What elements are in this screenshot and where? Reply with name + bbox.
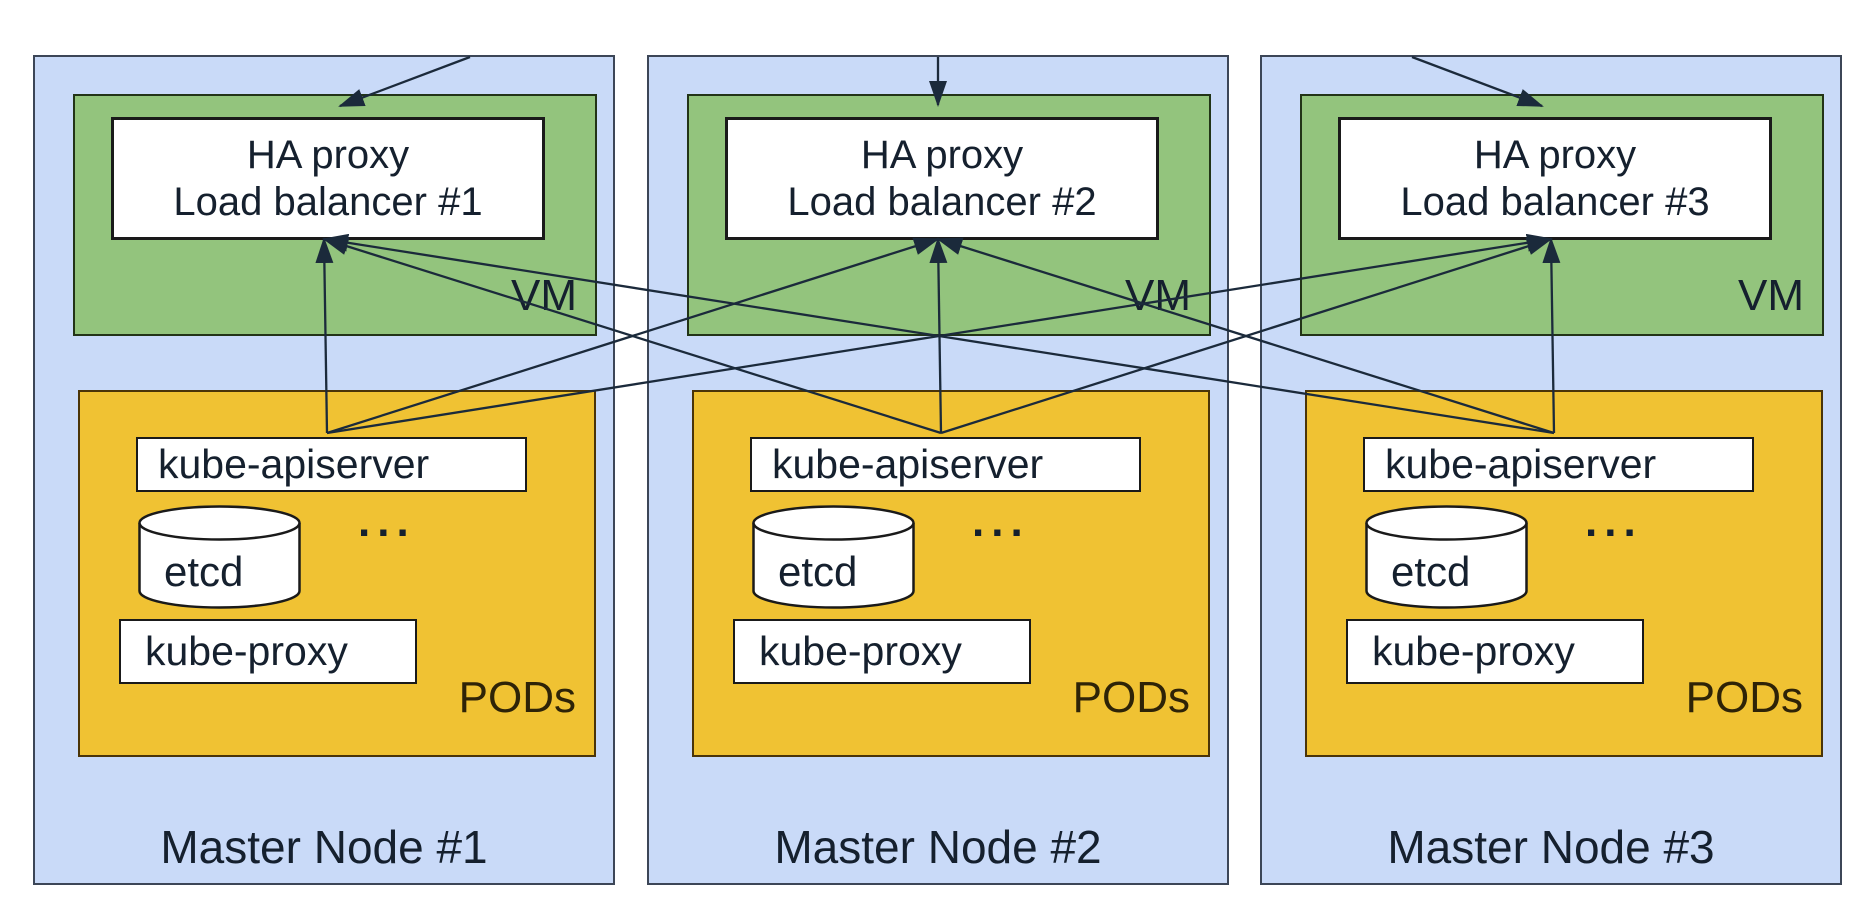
lb-label-line1: HA proxy bbox=[246, 132, 410, 177]
etcd-label: etcd bbox=[164, 548, 244, 595]
pods-box-1: kube-apiserver ... etcd kube-proxy PODs bbox=[78, 390, 596, 757]
etcd-label: etcd bbox=[1391, 548, 1471, 595]
vm-label: VM bbox=[1125, 271, 1191, 320]
master-node-1: HA proxy Load balancer #1 VM kube-apiser… bbox=[33, 55, 615, 885]
load-balancer-box-3: HA proxy Load balancer #3 bbox=[1338, 117, 1772, 240]
ellipsis-label: ... bbox=[1585, 497, 1643, 546]
etcd-cylinder-shape bbox=[752, 505, 915, 609]
lb-label-line2: Load balancer #2 bbox=[787, 179, 1097, 224]
pods-label: PODs bbox=[458, 673, 576, 722]
ellipsis-label: ... bbox=[358, 497, 416, 546]
vm-label: VM bbox=[1738, 271, 1804, 320]
etcd-cylinder: etcd bbox=[137, 504, 302, 610]
load-balancer-box-1: HA proxy Load balancer #1 bbox=[111, 117, 545, 240]
ellipsis-label: ... bbox=[972, 497, 1030, 546]
lb-label-line2: Load balancer #1 bbox=[173, 179, 483, 224]
pods-label: PODs bbox=[1685, 673, 1803, 722]
etcd-cylinder-shape bbox=[1365, 505, 1528, 609]
node-title: Master Node #3 bbox=[1387, 821, 1715, 873]
pods-box-2: kube-apiserver ... etcd kube-proxy PODs bbox=[692, 390, 1210, 757]
etcd-cylinder: etcd bbox=[751, 504, 916, 610]
etcd-cylinder: etcd bbox=[1364, 504, 1529, 610]
vm-box-3: HA proxy Load balancer #3 VM bbox=[1300, 94, 1824, 336]
lb-label-line2: Load balancer #3 bbox=[1400, 179, 1710, 224]
load-balancer-box-2: HA proxy Load balancer #2 bbox=[725, 117, 1159, 240]
kube-proxy-box: kube-proxy bbox=[119, 619, 417, 684]
etcd-cylinder-shape bbox=[138, 505, 301, 609]
etcd-label: etcd bbox=[778, 548, 858, 595]
pods-box-3: kube-apiserver ... etcd kube-proxy PODs bbox=[1305, 390, 1823, 757]
kube-proxy-box: kube-proxy bbox=[733, 619, 1031, 684]
master-node-3: HA proxy Load balancer #3 VM kube-apiser… bbox=[1260, 55, 1842, 885]
lb-label-line1: HA proxy bbox=[860, 132, 1024, 177]
lb-label-line1: HA proxy bbox=[1473, 132, 1637, 177]
vm-box-1: HA proxy Load balancer #1 VM bbox=[73, 94, 597, 336]
node-title: Master Node #1 bbox=[160, 821, 488, 873]
master-node-2: HA proxy Load balancer #2 VM kube-apiser… bbox=[647, 55, 1229, 885]
vm-label: VM bbox=[511, 271, 577, 320]
kube-apiserver-box: kube-apiserver bbox=[1363, 437, 1754, 492]
pods-label: PODs bbox=[1072, 673, 1190, 722]
node-title: Master Node #2 bbox=[774, 821, 1102, 873]
kube-proxy-box: kube-proxy bbox=[1346, 619, 1644, 684]
vm-box-2: HA proxy Load balancer #2 VM bbox=[687, 94, 1211, 336]
kube-apiserver-box: kube-apiserver bbox=[136, 437, 527, 492]
kube-apiserver-box: kube-apiserver bbox=[750, 437, 1141, 492]
